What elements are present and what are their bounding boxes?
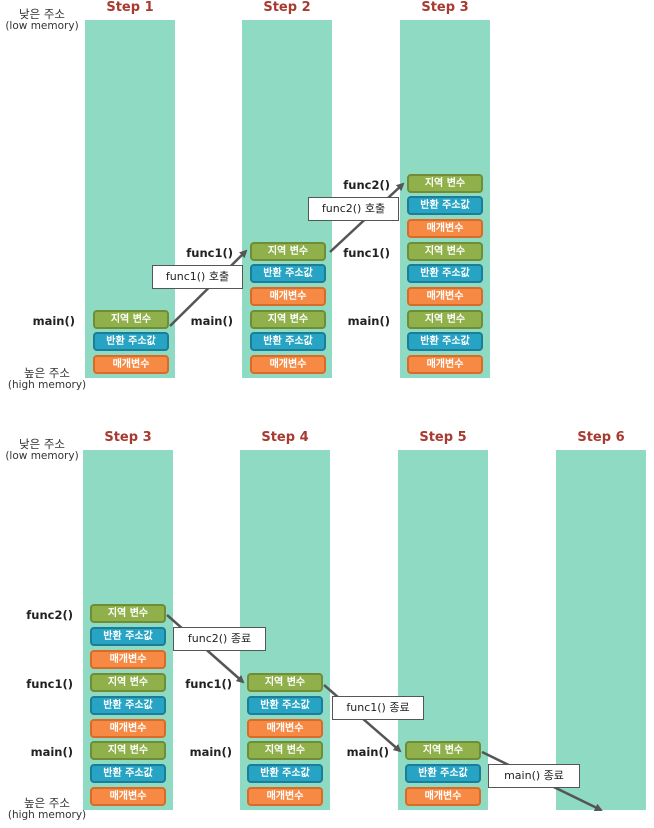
high-memory-en: (high memory): [7, 379, 87, 391]
local-variables-block: 지역 변수: [407, 242, 483, 261]
return-address-block: 반환 주소값: [93, 332, 169, 351]
function-label-main: main(): [32, 314, 75, 328]
end-func1-note: func1() 종료: [332, 696, 424, 720]
step-title: Step 5: [419, 430, 467, 445]
high-memory-ko: 높은 주소: [24, 796, 70, 810]
local-variables-block: 지역 변수: [90, 741, 166, 760]
high-memory-label-bottom: 높은 주소 (high memory): [2, 797, 92, 821]
function-label-func2: func2(): [26, 608, 73, 622]
parameters-block: 매개변수: [407, 219, 483, 238]
parameters-block: 매개변수: [90, 719, 166, 738]
low-memory-label-bottom: 낮은 주소 (low memory): [2, 438, 82, 462]
low-memory-en: (low memory): [5, 450, 79, 462]
return-address-block: 반환 주소값: [90, 627, 166, 646]
high-memory-ko: 높은 주소: [24, 366, 70, 380]
function-label-main: main(): [189, 745, 232, 759]
parameters-block: 매개변수: [90, 650, 166, 669]
step-title: Step 1: [106, 0, 154, 15]
step-title: Step 3: [421, 0, 469, 15]
low-memory-en: (low memory): [5, 20, 79, 32]
parameters-block: 매개변수: [93, 355, 169, 374]
end-func2-note: func2() 종료: [173, 627, 266, 651]
parameters-block: 매개변수: [405, 787, 481, 806]
return-address-block: 반환 주소값: [407, 196, 483, 215]
local-variables-block: 지역 변수: [250, 242, 326, 261]
function-label-func1: func1(): [343, 246, 390, 260]
local-variables-block: 지역 변수: [247, 741, 323, 760]
local-variables-block: 지역 변수: [250, 310, 326, 329]
parameters-block: 매개변수: [90, 787, 166, 806]
parameters-block: 매개변수: [250, 355, 326, 374]
return-address-block: 반환 주소값: [90, 696, 166, 715]
parameters-block: 매개변수: [247, 787, 323, 806]
return-address-block: 반환 주소값: [250, 332, 326, 351]
parameters-block: 매개변수: [247, 719, 323, 738]
parameters-block: 매개변수: [407, 287, 483, 306]
function-label-func2: func2(): [343, 178, 390, 192]
step-title: Step 6: [577, 430, 625, 445]
parameters-block: 매개변수: [250, 287, 326, 306]
local-variables-block: 지역 변수: [407, 174, 483, 193]
step-title: Step 4: [261, 430, 309, 445]
step-title: Step 3: [104, 430, 152, 445]
local-variables-block: 지역 변수: [247, 673, 323, 692]
low-memory-ko: 낮은 주소: [19, 7, 65, 21]
parameters-block: 매개변수: [407, 355, 483, 374]
function-label-main: main(): [190, 314, 233, 328]
step-title: Step 2: [263, 0, 311, 15]
return-address-block: 반환 주소값: [407, 264, 483, 283]
local-variables-block: 지역 변수: [405, 741, 481, 760]
low-memory-label-top: 낮은 주소 (low memory): [2, 8, 82, 32]
return-address-block: 반환 주소값: [90, 764, 166, 783]
local-variables-block: 지역 변수: [407, 310, 483, 329]
function-label-func1: func1(): [186, 246, 233, 260]
function-label-main: main(): [346, 745, 389, 759]
high-memory-label-top: 높은 주소 (high memory): [2, 367, 92, 391]
return-address-block: 반환 주소값: [247, 696, 323, 715]
return-address-block: 반환 주소값: [405, 764, 481, 783]
local-variables-block: 지역 변수: [93, 310, 169, 329]
return-address-block: 반환 주소값: [247, 764, 323, 783]
return-address-block: 반환 주소값: [407, 332, 483, 351]
return-address-block: 반환 주소값: [250, 264, 326, 283]
low-memory-ko: 낮은 주소: [19, 437, 65, 451]
call-func2-note: func2() 호출: [308, 197, 399, 221]
function-label-main: main(): [347, 314, 390, 328]
local-variables-block: 지역 변수: [90, 604, 166, 623]
local-variables-block: 지역 변수: [90, 673, 166, 692]
function-label-func1: func1(): [185, 677, 232, 691]
stack-column: [556, 450, 646, 810]
call-func1-note: func1() 호출: [152, 265, 243, 289]
function-label-func1: func1(): [26, 677, 73, 691]
end-main-note: main() 종료: [488, 764, 580, 788]
function-label-main: main(): [30, 745, 73, 759]
high-memory-en: (high memory): [7, 809, 87, 821]
